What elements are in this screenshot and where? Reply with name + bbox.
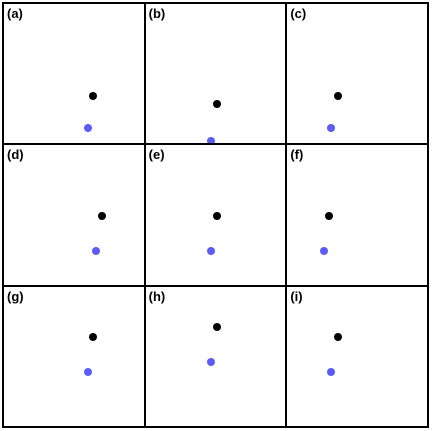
panel-label: (d) (7, 147, 24, 163)
blue-dot (207, 357, 216, 366)
black-dot (89, 91, 98, 100)
panel-b: (b) (145, 4, 288, 146)
panel-f: (f) (287, 145, 429, 287)
blue-dot (207, 136, 216, 144)
blue-dot (326, 367, 335, 376)
panel-h: (h) (145, 286, 288, 428)
panel-c: (c) (287, 4, 429, 146)
blue-dot (92, 247, 101, 256)
panel-label: (e) (148, 147, 165, 163)
panel-d: (d) (4, 145, 146, 287)
panel-label: (c) (290, 6, 307, 21)
panel-label: (g) (7, 288, 24, 304)
panel-label: (i) (290, 288, 303, 304)
panel-label: (b) (148, 6, 166, 21)
panel-label: (h) (148, 288, 166, 304)
black-dot (333, 91, 342, 100)
panel-grid: (a) (b) (c) (d) (e) (f) (g) (h) (i) (2, 2, 429, 428)
black-dot (97, 212, 106, 221)
panel-label: (f) (290, 147, 304, 163)
black-dot (212, 323, 221, 332)
panel-g: (g) (4, 286, 146, 428)
black-dot (212, 212, 221, 221)
blue-dot (207, 247, 216, 256)
blue-dot (83, 124, 92, 132)
black-dot (325, 212, 334, 221)
panel-a: (a) (4, 4, 146, 146)
blue-dot (319, 247, 328, 256)
blue-dot (326, 124, 335, 132)
panel-e: (e) (145, 145, 288, 287)
blue-dot (83, 367, 92, 376)
panel-i: (i) (287, 286, 429, 428)
black-dot (212, 100, 221, 109)
black-dot (89, 332, 98, 341)
black-dot (333, 332, 342, 341)
panel-label: (a) (7, 6, 23, 21)
